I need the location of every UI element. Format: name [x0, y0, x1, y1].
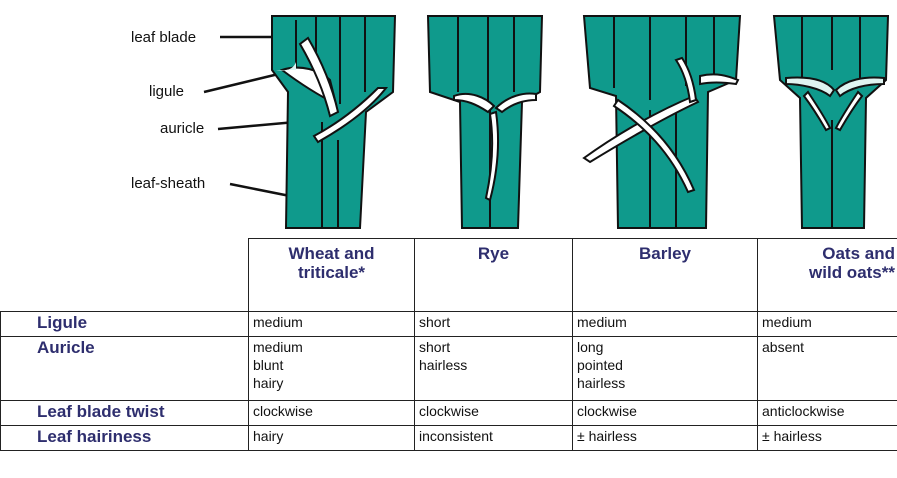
row-ligule: Ligule medium short medium medium: [1, 312, 897, 337]
header-blank-cell: [1, 239, 249, 312]
row-label: Ligule: [1, 312, 249, 337]
cell-hairiness-oats: ± hairless: [758, 426, 897, 451]
callout-leaf-blade: leaf blade: [131, 29, 196, 46]
row-auricle: Auricle medium blunt hairy short hairles…: [1, 337, 897, 401]
cell-hairiness-rye: inconsistent: [415, 426, 573, 451]
wheat-leaf-illustration: [272, 16, 395, 228]
cell-twist-oats: anticlockwise: [758, 401, 897, 426]
cell-ligule-barley: medium: [573, 312, 758, 337]
callout-leaf-sheath: leaf-sheath: [131, 175, 205, 192]
row-label: Auricle: [1, 337, 249, 401]
cell-auricle-wheat: medium blunt hairy: [249, 337, 415, 401]
header-wheat: Wheat and triticale*: [249, 239, 415, 312]
leaf-diagram: leaf blade ligule auricle leaf-sheath: [0, 0, 897, 240]
cell-auricle-barley: long pointed hairless: [573, 337, 758, 401]
cell-twist-wheat: clockwise: [249, 401, 415, 426]
comparison-table: Wheat and triticale* Rye Barley Oats and…: [0, 238, 897, 451]
cell-twist-barley: clockwise: [573, 401, 758, 426]
rye-leaf-illustration: [428, 16, 542, 228]
oats-leaf-illustration: [774, 16, 888, 228]
cell-ligule-wheat: medium: [249, 312, 415, 337]
row-leaf-hairiness: Leaf hairiness hairy inconsistent ± hair…: [1, 426, 897, 451]
cell-auricle-oats: absent: [758, 337, 897, 401]
header-barley: Barley: [573, 239, 758, 312]
cell-hairiness-wheat: hairy: [249, 426, 415, 451]
row-leaf-blade-twist: Leaf blade twist clockwise clockwise clo…: [1, 401, 897, 426]
row-label: Leaf hairiness: [1, 426, 249, 451]
cell-hairiness-barley: ± hairless: [573, 426, 758, 451]
callout-auricle: auricle: [160, 120, 204, 137]
header-row: Wheat and triticale* Rye Barley Oats and…: [1, 239, 897, 312]
leader-leaf-sheath: [230, 184, 290, 196]
row-label: Leaf blade twist: [1, 401, 249, 426]
cell-twist-rye: clockwise: [415, 401, 573, 426]
header-rye: Rye: [415, 239, 573, 312]
header-oats: Oats and wild oats**: [758, 239, 897, 312]
barley-leaf-illustration: [584, 16, 740, 228]
callout-ligule: ligule: [149, 83, 184, 100]
cell-auricle-rye: short hairless: [415, 337, 573, 401]
cell-ligule-rye: short: [415, 312, 573, 337]
cell-ligule-oats: medium: [758, 312, 897, 337]
